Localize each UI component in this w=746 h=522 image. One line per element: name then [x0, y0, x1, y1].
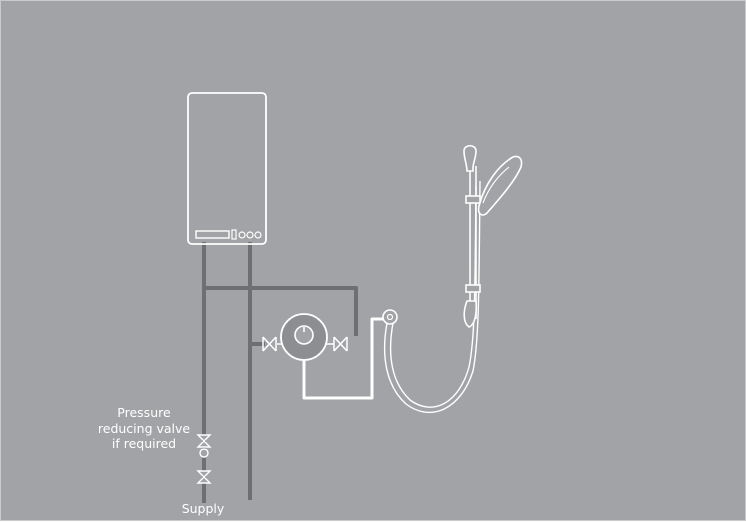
- riser-rail: [463, 144, 481, 328]
- pressure-valve-label: Pressure reducing valve if required: [79, 405, 209, 452]
- pressure-label-line-1: Pressure: [117, 405, 171, 420]
- supply-pipes: [202, 242, 358, 503]
- shower-hose: [383, 180, 481, 414]
- outlet-elbow: [382, 309, 398, 325]
- pressure-label-line-2: reducing valve: [97, 420, 191, 436]
- shower-handset: [477, 155, 523, 216]
- rail-end-top: [463, 144, 477, 172]
- heater-switch: [231, 229, 237, 240]
- feed-pipe-to-valve: [202, 286, 358, 336]
- heater-knob-3: [254, 231, 262, 239]
- mixer-valve: [277, 313, 334, 361]
- rail-end-bottom: [463, 300, 478, 328]
- pressure-label-line-3: if required: [111, 436, 177, 451]
- water-heater: [187, 92, 267, 245]
- outlet-pipe: [302, 317, 386, 400]
- rail-bracket-bottom: [465, 284, 481, 293]
- supply-stop-valve: [196, 470, 212, 484]
- supply-label: Supply: [181, 501, 225, 516]
- pressure-reducing-valve: [196, 434, 212, 458]
- rail-bracket-top: [465, 195, 481, 204]
- heater-knob-1: [238, 231, 246, 239]
- isolating-valve-right: [333, 336, 348, 352]
- isolating-valve-left: [262, 336, 277, 352]
- mixer-dial: [294, 325, 314, 345]
- heater-knob-2: [246, 231, 254, 239]
- heater-body: [187, 92, 267, 245]
- heater-display: [195, 230, 230, 239]
